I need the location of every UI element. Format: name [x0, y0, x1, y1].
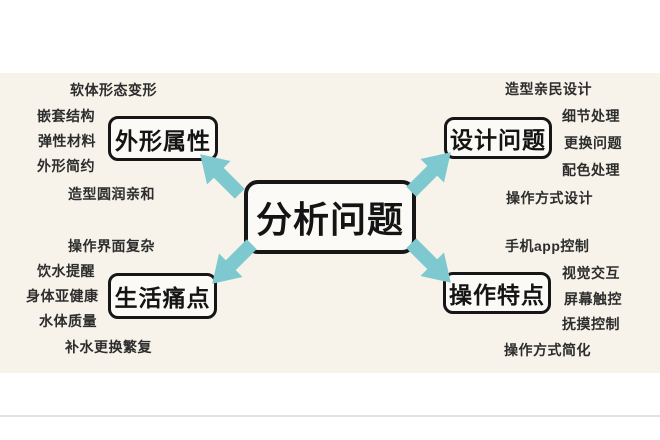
node-box-operation-features: 操作特点 [443, 272, 551, 314]
node-box-design-issues: 设计问题 [444, 117, 552, 159]
node-label: 外形属性 [115, 127, 211, 154]
note-item: 补水更换繁复 [65, 339, 152, 355]
note-item: 弹性材料 [38, 133, 96, 149]
note-item: 水体质量 [39, 313, 97, 329]
note-item: 配色处理 [562, 162, 620, 178]
node-label: 操作特点 [449, 282, 545, 308]
note-item: 操作界面复杂 [68, 238, 155, 254]
note-item: 操作方式简化 [504, 342, 591, 358]
bottom-divider-line [0, 415, 660, 417]
note-item: 嵌套结构 [37, 108, 95, 124]
note-item: 造型圆润亲和 [68, 186, 155, 202]
note-item: 更换问题 [564, 135, 622, 151]
note-item: 外形简约 [37, 158, 95, 174]
note-item: 造型亲民设计 [505, 81, 592, 97]
node-box-life-painpoints: 生活痛点 [108, 273, 217, 319]
node-box-shape-attributes: 外形属性 [108, 116, 218, 161]
note-item: 视觉交互 [562, 265, 620, 281]
node-label: 设计问题 [450, 127, 546, 153]
note-item: 屏幕触控 [564, 291, 622, 307]
arrow-southeast-icon [393, 225, 469, 301]
node-label: 生活痛点 [114, 285, 211, 311]
center-node-label: 分析问题 [255, 199, 404, 240]
note-item: 软体形态变形 [70, 82, 157, 98]
note-item: 抚摸控制 [562, 316, 620, 332]
note-item: 细节处理 [562, 108, 620, 124]
arrow-northwest-icon [182, 136, 258, 212]
note-item: 饮水提醒 [37, 263, 95, 279]
arrow-southwest-icon [194, 226, 270, 302]
note-item: 手机app控制 [505, 238, 590, 254]
arrow-northeast-icon [393, 134, 469, 210]
center-node-box: 分析问题 [244, 180, 416, 254]
note-item: 身体亚健康 [26, 288, 99, 304]
note-item: 操作方式设计 [506, 190, 593, 206]
